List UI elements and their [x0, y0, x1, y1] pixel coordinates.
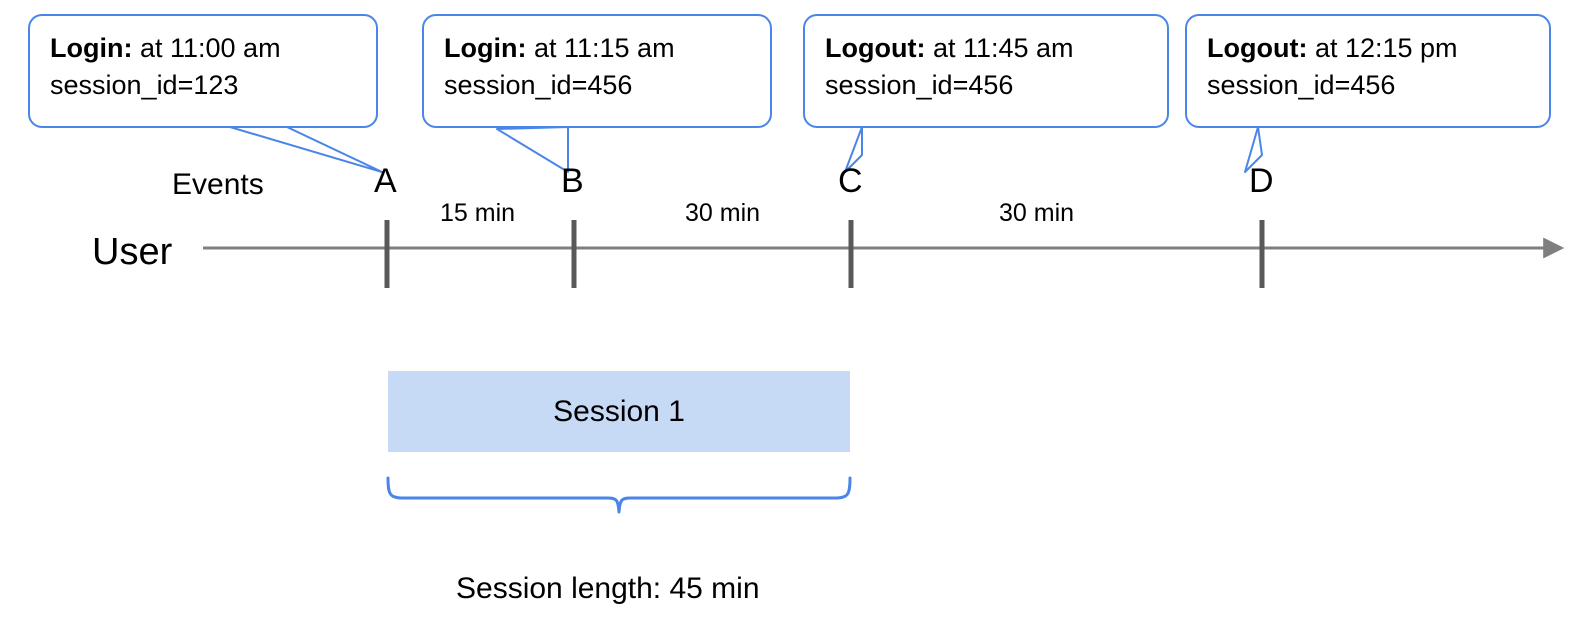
session-bar[interactable]: Session 1 [388, 371, 850, 452]
callout-c-line2: session_id=456 [825, 70, 1014, 101]
callout-b-lead: Login: [444, 33, 527, 63]
session-span-brace [386, 476, 852, 514]
callout-a-lead: Login: [50, 33, 133, 63]
callout-d-rest: at 12:15 pm [1307, 33, 1458, 63]
events-row-label: Events [172, 168, 264, 201]
callout-bubble-d[interactable]: Logout: at 12:15 pm session_id=456 [1185, 14, 1551, 128]
callout-d-lead: Logout: [1207, 33, 1308, 63]
callout-bubble-a[interactable]: Login: at 11:00 am session_id=123 [28, 14, 378, 128]
tick-label-b: B [561, 162, 584, 200]
callout-bubble-c[interactable]: Logout: at 11:45 am session_id=456 [803, 14, 1169, 128]
tick-label-a: A [374, 162, 397, 200]
gap-label-c-d: 30 min [999, 199, 1075, 227]
callout-bubble-b[interactable]: Login: at 11:15 am session_id=456 [422, 14, 772, 128]
callout-d-line2: session_id=456 [1207, 70, 1396, 101]
session-bar-label: Session 1 [553, 394, 685, 428]
callout-b-tail [496, 126, 569, 173]
tick-label-d: D [1249, 162, 1274, 200]
tick-label-c: C [838, 162, 863, 200]
callout-c-rest: at 11:45 am [925, 33, 1074, 63]
user-row-label: User [92, 231, 173, 273]
callout-b-line2: session_id=456 [444, 70, 633, 101]
session-length-caption: Session length: 45 min [456, 572, 760, 605]
callout-b-rest: at 11:15 am [526, 33, 675, 63]
gap-label-a-b: 15 min [440, 199, 516, 227]
gap-label-b-c: 30 min [685, 199, 761, 227]
callout-a-line2: session_id=123 [50, 70, 239, 101]
callout-c-lead: Logout: [825, 33, 926, 63]
callout-a-rest: at 11:00 am [132, 33, 281, 63]
